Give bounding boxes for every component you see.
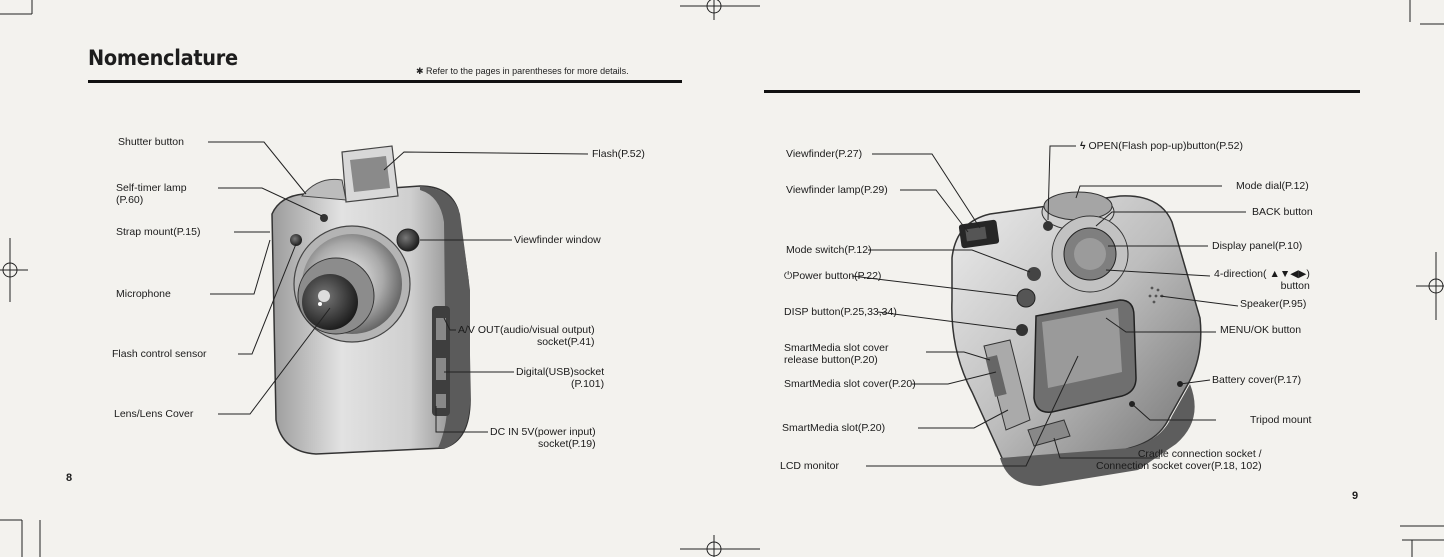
label-self-timer-lamp: Self-timer lamp (P.60) [116, 182, 187, 206]
label-disp-button: DISP button(P.25,33,34) [784, 306, 897, 318]
label-speaker: Speaker(P.95) [1240, 298, 1307, 310]
label-shutter-button: Shutter button [118, 136, 184, 148]
label-lcd-monitor: LCD monitor [780, 460, 839, 472]
label-microphone: Microphone [116, 288, 171, 300]
label-digital-usb-socket: Digital(USB)socket (P.101) [516, 366, 605, 390]
page-title: Nomenclature [88, 46, 238, 70]
label-mode-switch: Mode switch(P.12) [786, 244, 872, 256]
page-right: Viewfinder(P.27) Viewfinder lamp(P.29) M… [722, 0, 1444, 557]
header-rule-right [764, 90, 1360, 93]
label-av-out-socket: A/V OUT(audio/visual output) socket(P.41… [458, 324, 595, 348]
label-menu-ok-button: MENU/OK button [1220, 324, 1302, 336]
label-viewfinder: Viewfinder(P.27) [786, 148, 863, 160]
label-power-button: ⏻Power button(P.22) [784, 270, 881, 282]
flash-bolt-icon: ϟ [1080, 140, 1086, 152]
leader-lines-right [851, 145, 1246, 467]
label-flash-open-button: ϟ OPEN(Flash pop-up)button(P.52) [1080, 140, 1243, 152]
label-power-button-text: Power button(P.22) [792, 270, 882, 282]
reference-note: ✱ Refer to the pages in parentheses for … [416, 66, 629, 76]
label-lens-cover: Lens/Lens Cover [114, 408, 194, 420]
camera-front-illustration [271, 145, 471, 455]
label-four-direction-button: 4-direction( ▲▼◀▶) button [1214, 268, 1310, 292]
label-strap-mount: Strap mount(P.15) [116, 226, 201, 238]
leader-lines-left [208, 141, 589, 433]
label-back-button: BACK button [1252, 206, 1313, 218]
label-smartmedia-cover: SmartMedia slot cover(P.20) [784, 378, 916, 390]
label-smartmedia-release: SmartMedia slot cover release button(P.2… [784, 342, 889, 366]
label-flash: Flash(P.52) [592, 148, 645, 160]
label-cradle-socket: Cradle connection socket / Connection so… [1096, 448, 1262, 472]
page-left: Nomenclature ✱ Refer to the pages in par… [66, 46, 682, 484]
label-flash-open-text: OPEN(Flash pop-up)button(P.52) [1088, 140, 1243, 152]
label-display-panel: Display panel(P.10) [1212, 240, 1303, 252]
label-mode-dial: Mode dial(P.12) [1236, 180, 1309, 192]
label-flash-control-sensor: Flash control sensor [112, 348, 207, 360]
label-viewfinder-window: Viewfinder window [514, 234, 601, 246]
power-icon: ⏻ [784, 270, 793, 282]
label-tripod-mount: Tripod mount [1250, 414, 1312, 426]
label-smartmedia-slot: SmartMedia slot(P.20) [782, 422, 886, 434]
label-dc-in-socket: DC IN 5V(power input) socket(P.19) [490, 426, 596, 450]
page-number-left: 8 [66, 472, 73, 484]
label-battery-cover: Battery cover(P.17) [1212, 374, 1302, 386]
label-viewfinder-lamp: Viewfinder lamp(P.29) [786, 184, 888, 196]
camera-back-illustration [951, 191, 1202, 486]
page-number-right: 9 [1352, 490, 1359, 502]
title-rule [88, 80, 682, 83]
